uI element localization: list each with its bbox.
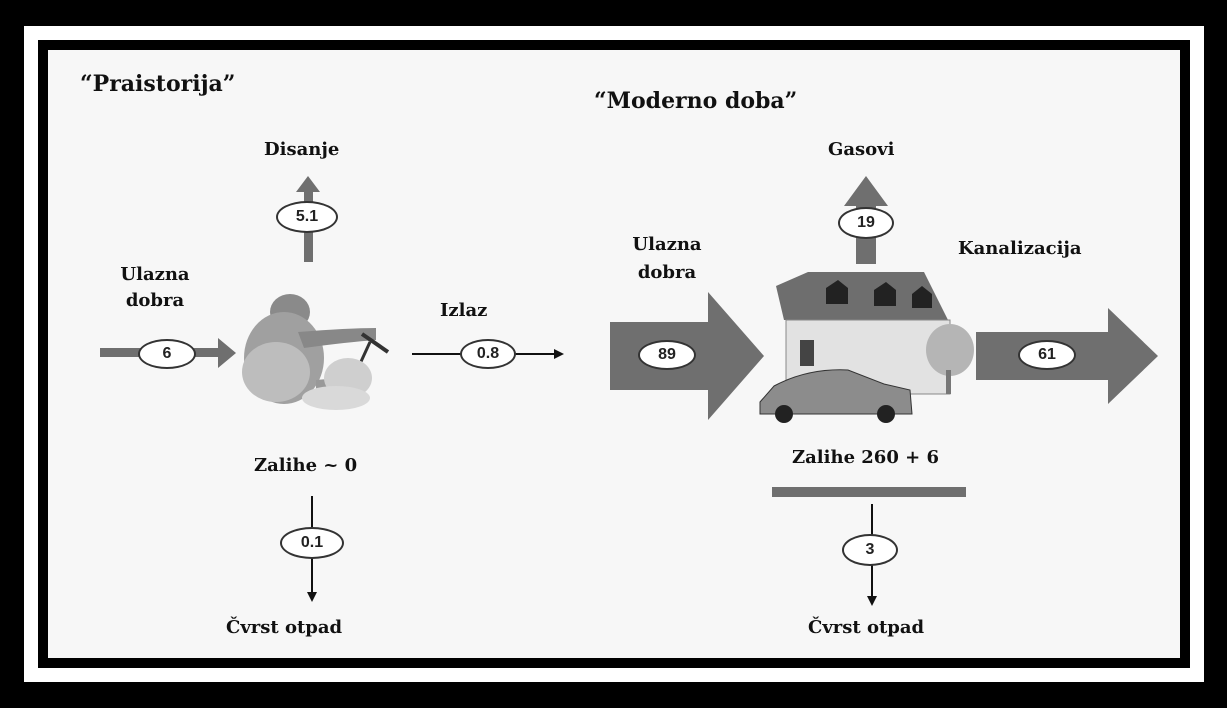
- modern-input-value: 89: [638, 340, 696, 370]
- caveman-illustration: [242, 294, 388, 410]
- prehistory-stock-label: Zalihe ~ 0: [254, 455, 357, 476]
- modern-title: “Moderno doba”: [594, 88, 797, 114]
- modern-input-label: Ulazna dobra: [624, 231, 710, 287]
- prehistory-output-value: 0.8: [460, 339, 516, 369]
- house-car-illustration: [760, 272, 974, 423]
- prehistory-title: “Praistorija”: [80, 71, 235, 97]
- modern-sewage-label: Kanalizacija: [958, 238, 1082, 259]
- modern-stock-bar: [772, 487, 966, 497]
- flow-arrows: [48, 50, 1180, 658]
- prehistory-respiration-value: 5.1: [276, 201, 338, 233]
- prehistory-solid-waste-value: 0.1: [280, 527, 344, 559]
- modern-solid-waste-value: 3: [842, 534, 898, 566]
- modern-gases-value: 19: [838, 207, 894, 239]
- modern-stock-label: Zalihe 260 + 6: [792, 447, 939, 468]
- prehistory-output-label: Izlaz: [440, 300, 487, 321]
- modern-sewage-value: 61: [1018, 340, 1076, 370]
- prehistory-solid-waste-label: Čvrst otpad: [226, 617, 342, 638]
- diagram-panel: “Praistorija” “Moderno doba” Ulazna dobr…: [48, 50, 1180, 658]
- prehistory-respiration-label: Disanje: [264, 139, 339, 160]
- modern-solid-waste-label: Čvrst otpad: [808, 617, 924, 638]
- prehistory-input-label: Ulazna dobra: [110, 262, 200, 314]
- modern-gases-label: Gasovi: [828, 139, 894, 160]
- prehistory-input-value: 6: [138, 339, 196, 369]
